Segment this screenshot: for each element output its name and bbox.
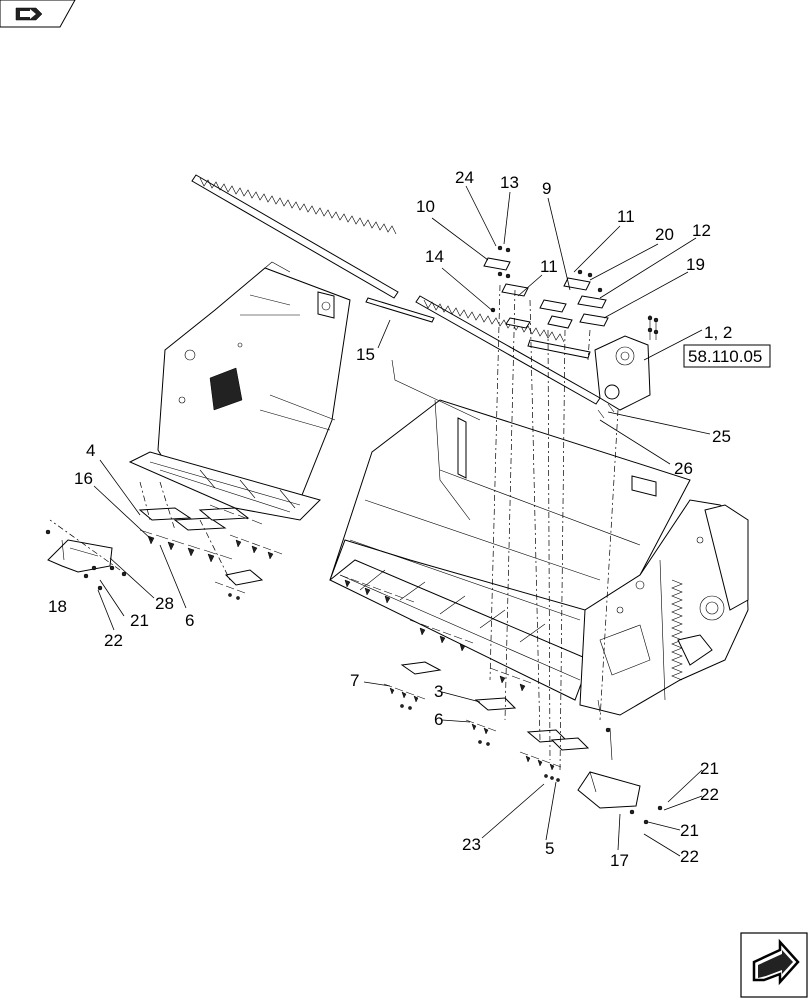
callout-4: 4 [86,441,95,460]
callout-20: 20 [655,225,674,244]
callout-17: 17 [610,851,629,870]
right-end-sheet [579,499,749,716]
callout-22: 22 [700,785,719,804]
callout-5: 5 [545,839,554,858]
callout-18: 18 [48,597,67,616]
callout-28: 28 [155,594,174,613]
callout-22: 22 [104,631,123,650]
coil-spring [671,579,713,681]
knife-head-hardware [483,245,609,359]
alignment-lines [49,284,619,771]
right-skid-shoe [577,727,663,825]
callout-11: 11 [617,207,635,226]
next-page-button[interactable] [740,932,808,998]
left-guard-row [138,504,283,563]
left-end-sheet [157,261,351,501]
callout-15: 15 [356,345,375,364]
lower-knife-section [415,295,601,405]
left-skid-shoe [45,529,127,591]
reference-text: 58.110.05 [688,347,762,366]
book-arrow-icon [15,7,43,21]
callout-14: 14 [425,247,444,266]
callout-6: 6 [434,710,443,729]
callout-25: 25 [712,427,731,446]
callout-labels: 24 13 9 10 11 20 12 14 11 19 1, 2 15 25 … [48,168,732,870]
callout-16: 16 [74,469,93,488]
callout-11: 11 [540,257,558,276]
next-page-arrow-icon [752,938,800,986]
callout-21: 21 [700,759,719,778]
trough-guard-row [339,574,532,692]
callout-26: 26 [674,459,693,478]
callout-24: 24 [455,168,474,187]
callout-9: 9 [542,179,551,198]
knife-drive-assembly [594,315,659,419]
callout-1-2: 1, 2 [704,323,732,342]
knife-back-bar [365,297,435,323]
callout-23: 23 [462,835,481,854]
callout-3: 3 [434,682,443,701]
leader-lines [93,185,711,857]
callout-7: 7 [350,671,359,690]
nav-tab[interactable] [0,0,80,28]
exploded-guards-lower [214,569,590,782]
callout-21: 21 [680,821,699,840]
callout-13: 13 [500,173,519,192]
callout-10: 10 [416,197,435,216]
callout-19: 19 [686,255,705,274]
callout-6: 6 [185,611,194,630]
left-floor [128,451,321,521]
callout-21: 21 [130,611,149,630]
upper-knife-section [191,174,399,299]
callout-12: 12 [692,221,711,240]
reference-link[interactable]: 58.110.05 [683,344,771,368]
callout-22: 22 [680,847,699,866]
